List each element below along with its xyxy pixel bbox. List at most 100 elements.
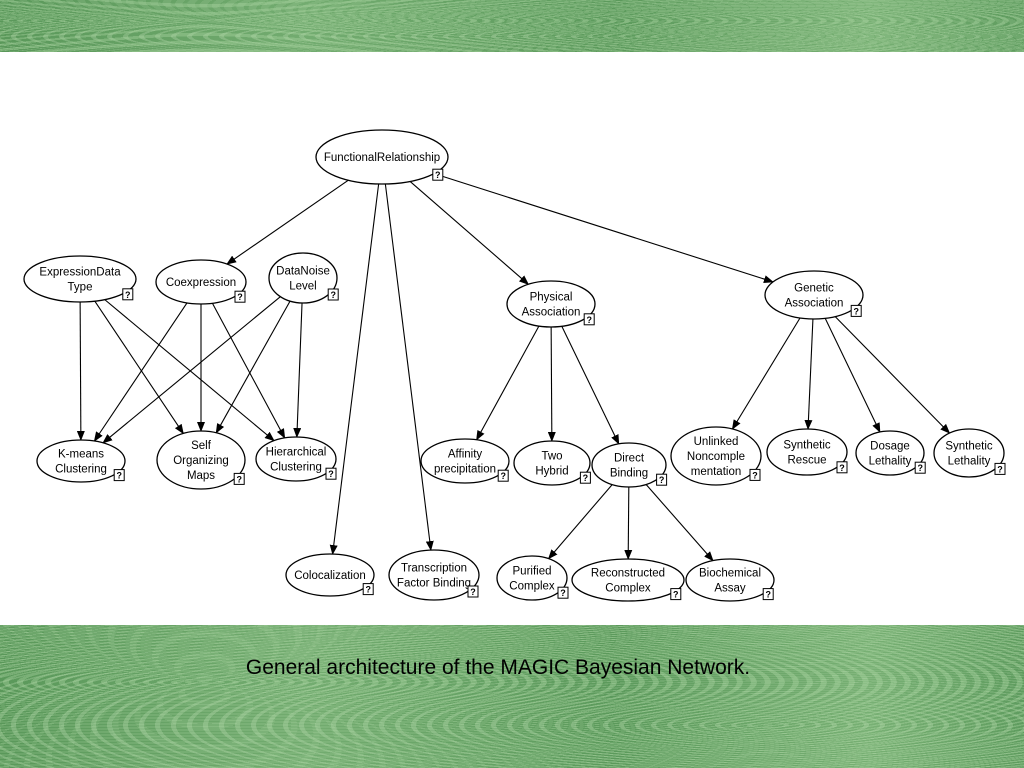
node-ellipse — [268, 252, 338, 304]
help-badge-icon[interactable]: ? — [583, 313, 595, 326]
edge-pa-to-db — [561, 326, 620, 445]
help-badge-icon[interactable]: ? — [656, 473, 668, 486]
node-label-line: Affinity — [448, 449, 483, 461]
node-label-line: Clustering — [55, 464, 107, 476]
node-ellipse — [764, 270, 864, 320]
node-label-line: ExpressionData — [39, 267, 121, 279]
node-label-line: Lethality — [869, 456, 912, 468]
help-badge-label: ? — [236, 474, 242, 484]
node-label-line: Clustering — [270, 462, 322, 474]
help-badge-label: ? — [470, 587, 476, 597]
help-badge-icon[interactable]: ? — [362, 583, 374, 596]
node-label-line: Rescue — [788, 455, 827, 467]
help-badge-label: ? — [560, 588, 566, 598]
node-label-line: Synthetic — [945, 441, 993, 453]
node-ellipse — [315, 129, 449, 185]
help-badge-icon[interactable]: ? — [850, 304, 862, 317]
node-label-line: Association — [785, 298, 844, 310]
help-badge-icon[interactable]: ? — [836, 461, 848, 474]
node-ellipse — [670, 426, 762, 486]
node-label-line: mentation — [691, 466, 742, 478]
node-ellipse — [766, 428, 848, 476]
help-badge-icon[interactable]: ? — [749, 468, 761, 481]
help-badge-icon[interactable]: ? — [497, 469, 509, 482]
help-badge-icon[interactable]: ? — [670, 588, 682, 601]
node-label-line: Level — [289, 281, 317, 293]
node-label-line: Lethality — [948, 456, 991, 468]
help-badge-icon[interactable]: ? — [432, 168, 444, 181]
node-label-line: precipitation — [434, 464, 496, 476]
node-label-line: Genetic — [794, 283, 834, 295]
node-label-line: Colocalization — [294, 570, 366, 582]
node-affinity-precipitation: Affinity precipitation? — [420, 438, 510, 484]
node-ellipse — [513, 440, 591, 486]
edge-fr-to-coe — [226, 179, 349, 265]
help-badge-icon[interactable]: ? — [762, 588, 774, 601]
help-badge-icon[interactable]: ? — [579, 471, 591, 484]
help-badge-icon[interactable]: ? — [467, 585, 479, 598]
help-badge-icon[interactable]: ? — [994, 462, 1006, 475]
edge-ga-to-dl — [824, 318, 881, 433]
help-badge-icon[interactable]: ? — [557, 586, 569, 599]
help-badge-icon[interactable]: ? — [122, 288, 134, 301]
node-colocalization: Colocalization? — [285, 553, 375, 597]
node-label-line: Physical — [530, 292, 573, 304]
node-ellipse — [156, 430, 246, 490]
edge-fr-to-col — [329, 183, 380, 556]
help-badge-icon[interactable]: ? — [113, 469, 125, 482]
node-ellipse — [933, 428, 1005, 478]
help-badge-icon[interactable]: ? — [233, 472, 245, 485]
node-label-line: Assay — [714, 583, 746, 595]
help-badge-icon[interactable]: ? — [234, 290, 246, 303]
node-label-line: Organizing — [173, 455, 229, 467]
node-functionalrelationship: FunctionalRelationship? — [315, 129, 449, 185]
edge-fr-to-pa — [409, 181, 530, 285]
node-ellipse — [571, 558, 685, 602]
node-label-line: FunctionalRelationship — [324, 152, 440, 164]
help-badge-label: ? — [917, 463, 923, 473]
edge-ga-to-unc — [731, 317, 801, 430]
node-label-line: Direct — [614, 453, 645, 465]
node-ellipse — [855, 430, 925, 476]
node-ellipse — [420, 438, 510, 484]
node-label-line: Synthetic — [783, 440, 831, 452]
help-badge-label: ? — [500, 471, 506, 481]
edge-coe-to-hc — [211, 303, 286, 439]
top-banner — [0, 0, 1024, 52]
help-badge-icon[interactable]: ? — [327, 288, 339, 301]
help-badge-label: ? — [673, 590, 679, 600]
node-label-line: Purified — [513, 566, 552, 578]
help-badge-label: ? — [853, 306, 859, 316]
node-coexpression: Coexpression? — [155, 259, 247, 305]
edge-dnl-to-kmc — [102, 296, 281, 444]
edge-coe-to-kmc — [93, 302, 188, 442]
edge-dnl-to-som — [215, 300, 291, 434]
edge-db-to-pc — [547, 484, 613, 560]
node-ellipse — [285, 553, 375, 597]
node-label-line: Two — [541, 451, 562, 463]
edges-layer — [76, 173, 951, 562]
node-label-line: Maps — [187, 470, 215, 482]
help-badge-icon[interactable]: ? — [914, 461, 926, 474]
node-label-line: Binding — [610, 468, 648, 480]
edge-edt-to-som — [94, 300, 184, 435]
help-badge-label: ? — [997, 464, 1003, 474]
node-ellipse — [23, 255, 137, 303]
node-label-line: Association — [522, 307, 581, 319]
help-badge-label: ? — [125, 290, 131, 300]
node-label-line: Reconstructed — [591, 568, 665, 580]
figure-caption: General architecture of the MAGIC Bayesi… — [245, 656, 751, 679]
node-ellipse — [506, 280, 596, 328]
edge-pa-to-ap — [476, 325, 540, 441]
help-badge-icon[interactable]: ? — [325, 467, 337, 480]
